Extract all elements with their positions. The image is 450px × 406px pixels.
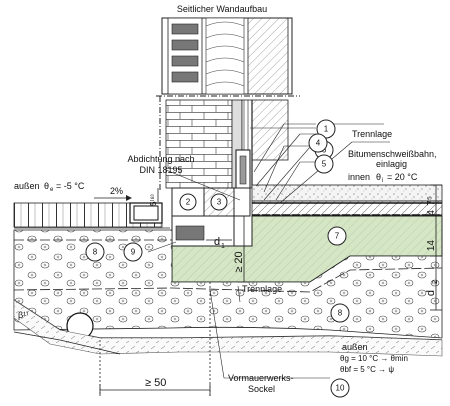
- dimensions: [99, 184, 442, 396]
- svg-text:8: 8: [93, 248, 98, 257]
- svg-text:7: 7: [335, 232, 340, 241]
- svg-text:8: 8: [338, 309, 343, 318]
- dim-ge20: ≥ 20: [233, 251, 245, 272]
- dim-5: 5⁽⁸⁾: [149, 194, 158, 206]
- vormauer-label-2: Sockel: [248, 384, 275, 394]
- dim-ge50: ≥ 50: [145, 377, 166, 389]
- innen-sub: i: [382, 178, 383, 184]
- trennlage-bottom-label: Trennlage: [242, 284, 282, 294]
- beta-label: β¹⁾: [18, 310, 28, 320]
- dim-d1: d 1: [214, 236, 225, 250]
- callout-1: 1: [316, 119, 336, 139]
- callout-3: 3: [210, 193, 228, 211]
- main-wall: [159, 96, 289, 191]
- abdichtung-label-1: Abdichtung nach: [127, 154, 194, 164]
- callout-4b: 4: [308, 133, 328, 153]
- aussen-left-label: außen: [14, 181, 40, 191]
- bitumen-label-1: Bitumenschweißbahn,: [348, 149, 437, 159]
- callout-10: 10: [330, 378, 350, 398]
- leader-lines: [147, 123, 390, 379]
- dim-14: 14: [426, 240, 437, 252]
- svg-text:1: 1: [221, 243, 225, 250]
- inset-title: Seitlicher Wandaufbau: [177, 4, 267, 14]
- svg-text:2: 2: [186, 198, 191, 207]
- callout-7: 7: [327, 226, 347, 246]
- svg-text:10: 10: [336, 384, 345, 393]
- aussen-left-theta: θ: [44, 181, 49, 191]
- callout-9: 9: [123, 242, 143, 262]
- theta-g-label: θg = 10 °C → θmin: [340, 354, 408, 363]
- aussen-left-temp: = -5 °C: [56, 181, 85, 191]
- bitumen-label-2: einlagig: [376, 159, 407, 169]
- innen-temp: = 20 °C: [387, 172, 418, 182]
- innen-theta: θ: [376, 172, 381, 182]
- trennlage-top-label: Trennlage: [352, 129, 392, 139]
- svg-text:9: 9: [131, 248, 136, 257]
- callout-5: 5: [314, 154, 334, 174]
- theta-bf-label: θbf = 5 °C → ψ: [340, 365, 394, 374]
- svg-text:d: d: [214, 236, 220, 248]
- svg-text:3: 3: [217, 198, 222, 207]
- aussen-bottom-label: außen: [342, 342, 368, 352]
- dim-d2: d 2: [425, 280, 439, 296]
- svg-text:4: 4: [316, 139, 321, 148]
- dim-7-5: 7⁵: [426, 196, 437, 206]
- slope-indicator: 2%: [94, 186, 132, 201]
- vormauer-label-1: Vormauerwerks-: [228, 373, 294, 383]
- callout-8a: 8: [85, 242, 105, 262]
- dim-4: 4: [426, 210, 437, 216]
- aussen-left-sub: e: [50, 187, 54, 193]
- svg-text:d: d: [425, 290, 437, 296]
- innen-label: innen: [348, 172, 370, 182]
- callouts: 1 6 4 5 2 3 7 8 9 8 10: [85, 119, 350, 398]
- outside-paving: [13, 202, 170, 229]
- side-wall-inset: Seitlicher Wandaufbau: [156, 4, 300, 97]
- svg-text:1: 1: [324, 125, 329, 134]
- svg-text:5: 5: [322, 160, 327, 169]
- abdichtung-label-2: DIN 18195: [139, 165, 182, 175]
- callout-2: 2: [179, 193, 197, 211]
- slope-label: 2%: [110, 186, 123, 196]
- svg-text:2: 2: [432, 280, 439, 284]
- callout-8b: 8: [330, 303, 350, 323]
- floor-buildup: [251, 184, 443, 216]
